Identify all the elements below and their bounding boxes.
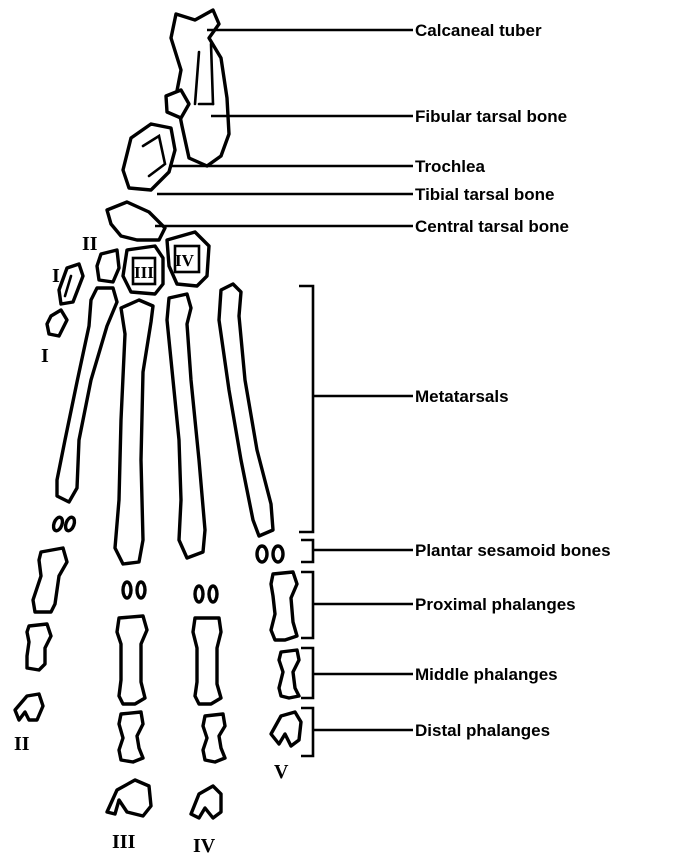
- bracket-distal-phalanges: [301, 708, 413, 756]
- numeral-tarsal-II: II: [82, 233, 98, 255]
- tarsal-bone-I: [59, 264, 83, 304]
- label-metatarsals: Metatarsals: [415, 387, 509, 406]
- proximal-phalanx-II: [33, 548, 67, 612]
- plantar-sesamoid-bones: [52, 516, 283, 602]
- bracket-proximal-phalanges: [301, 572, 413, 638]
- proximal-phalanx-III: [117, 616, 147, 704]
- metatarsal-IV: [167, 294, 205, 558]
- numeral-digit-III: III: [112, 831, 136, 853]
- label-plantar-sesamoid-bones: Plantar sesamoid bones: [415, 541, 611, 560]
- numeral-tarsal-IV: IV: [175, 251, 195, 270]
- metatarsal-V: [219, 284, 273, 536]
- bracket-middle-phalanges: [301, 648, 413, 698]
- numeral-digit-II: II: [14, 733, 30, 755]
- label-tibial-tarsal-bone: Tibial tarsal bone: [415, 185, 555, 204]
- proximal-phalanx-IV: [193, 618, 221, 704]
- numeral-tarsal-III: III: [134, 263, 154, 282]
- numeral-digit-V: V: [274, 761, 289, 783]
- metatarsal-III: [115, 300, 153, 564]
- numeral-digit-IV: IV: [193, 835, 216, 857]
- distal-phalanx-II: [15, 694, 43, 720]
- middle-phalanx-III: [119, 712, 143, 762]
- bracket-plantar-sesamoid: [301, 540, 413, 562]
- proximal-phalanx-V: [271, 572, 297, 640]
- label-distal-phalanges: Distal phalanges: [415, 721, 550, 740]
- central-tarsal-bone: [107, 202, 165, 240]
- bracket-metatarsals: [299, 286, 413, 532]
- label-calcaneal-tuber: Calcaneal tuber: [415, 21, 542, 40]
- tibial-tarsal-bone: [123, 124, 175, 190]
- metatarsal-I: [47, 310, 67, 336]
- numeral-metatarsal-I: I: [41, 345, 49, 367]
- label-fibular-tarsal-bone: Fibular tarsal bone: [415, 107, 567, 126]
- tarsal-bone-II: [97, 250, 119, 282]
- middle-phalanx-II: [27, 624, 51, 670]
- fibular-tarsal-bone: [171, 10, 229, 166]
- distal-phalanx-III: [107, 780, 151, 816]
- label-central-tarsal-bone: Central tarsal bone: [415, 217, 569, 236]
- label-trochlea: Trochlea: [415, 157, 485, 176]
- middle-phalanx-V: [279, 650, 299, 698]
- distal-phalanx-V: [271, 712, 301, 746]
- label-proximal-phalanges: Proximal phalanges: [415, 595, 576, 614]
- distal-phalanx-IV: [191, 786, 221, 818]
- numeral-tarsal-I: I: [52, 265, 60, 287]
- middle-phalanx-IV: [203, 714, 225, 762]
- label-middle-phalanges: Middle phalanges: [415, 665, 558, 684]
